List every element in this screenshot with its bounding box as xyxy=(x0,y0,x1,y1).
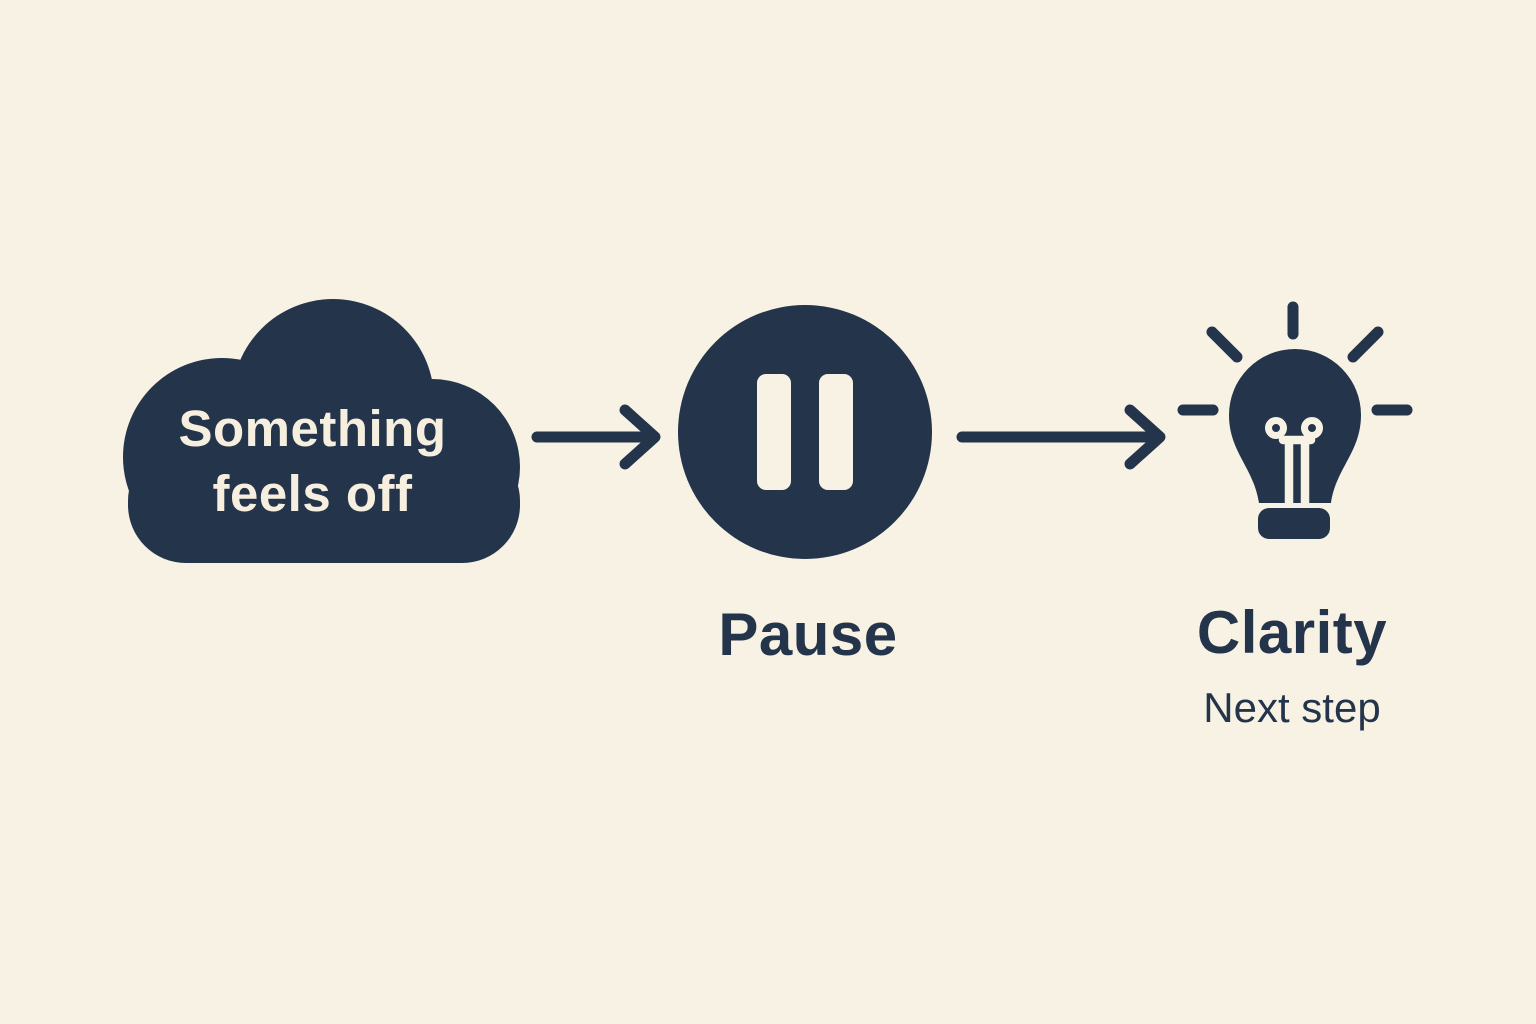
thought-line-1: Something xyxy=(178,400,447,457)
thought-cloud-icon xyxy=(123,299,520,563)
thought-line-2: feels off xyxy=(212,465,413,522)
pause-icon xyxy=(678,305,932,559)
thought-cloud-label: Something feels off xyxy=(150,396,475,526)
arrow-right-icon xyxy=(531,404,661,470)
lightbulb-icon xyxy=(1177,301,1413,539)
arrow-right-icon xyxy=(956,404,1166,470)
clarity-sublabel: Next step xyxy=(1203,684,1381,731)
pause-bar-left xyxy=(757,374,791,490)
pause-label: Pause xyxy=(718,601,898,668)
clarity-label: Clarity xyxy=(1196,599,1388,666)
pause-bar-right xyxy=(819,374,853,490)
